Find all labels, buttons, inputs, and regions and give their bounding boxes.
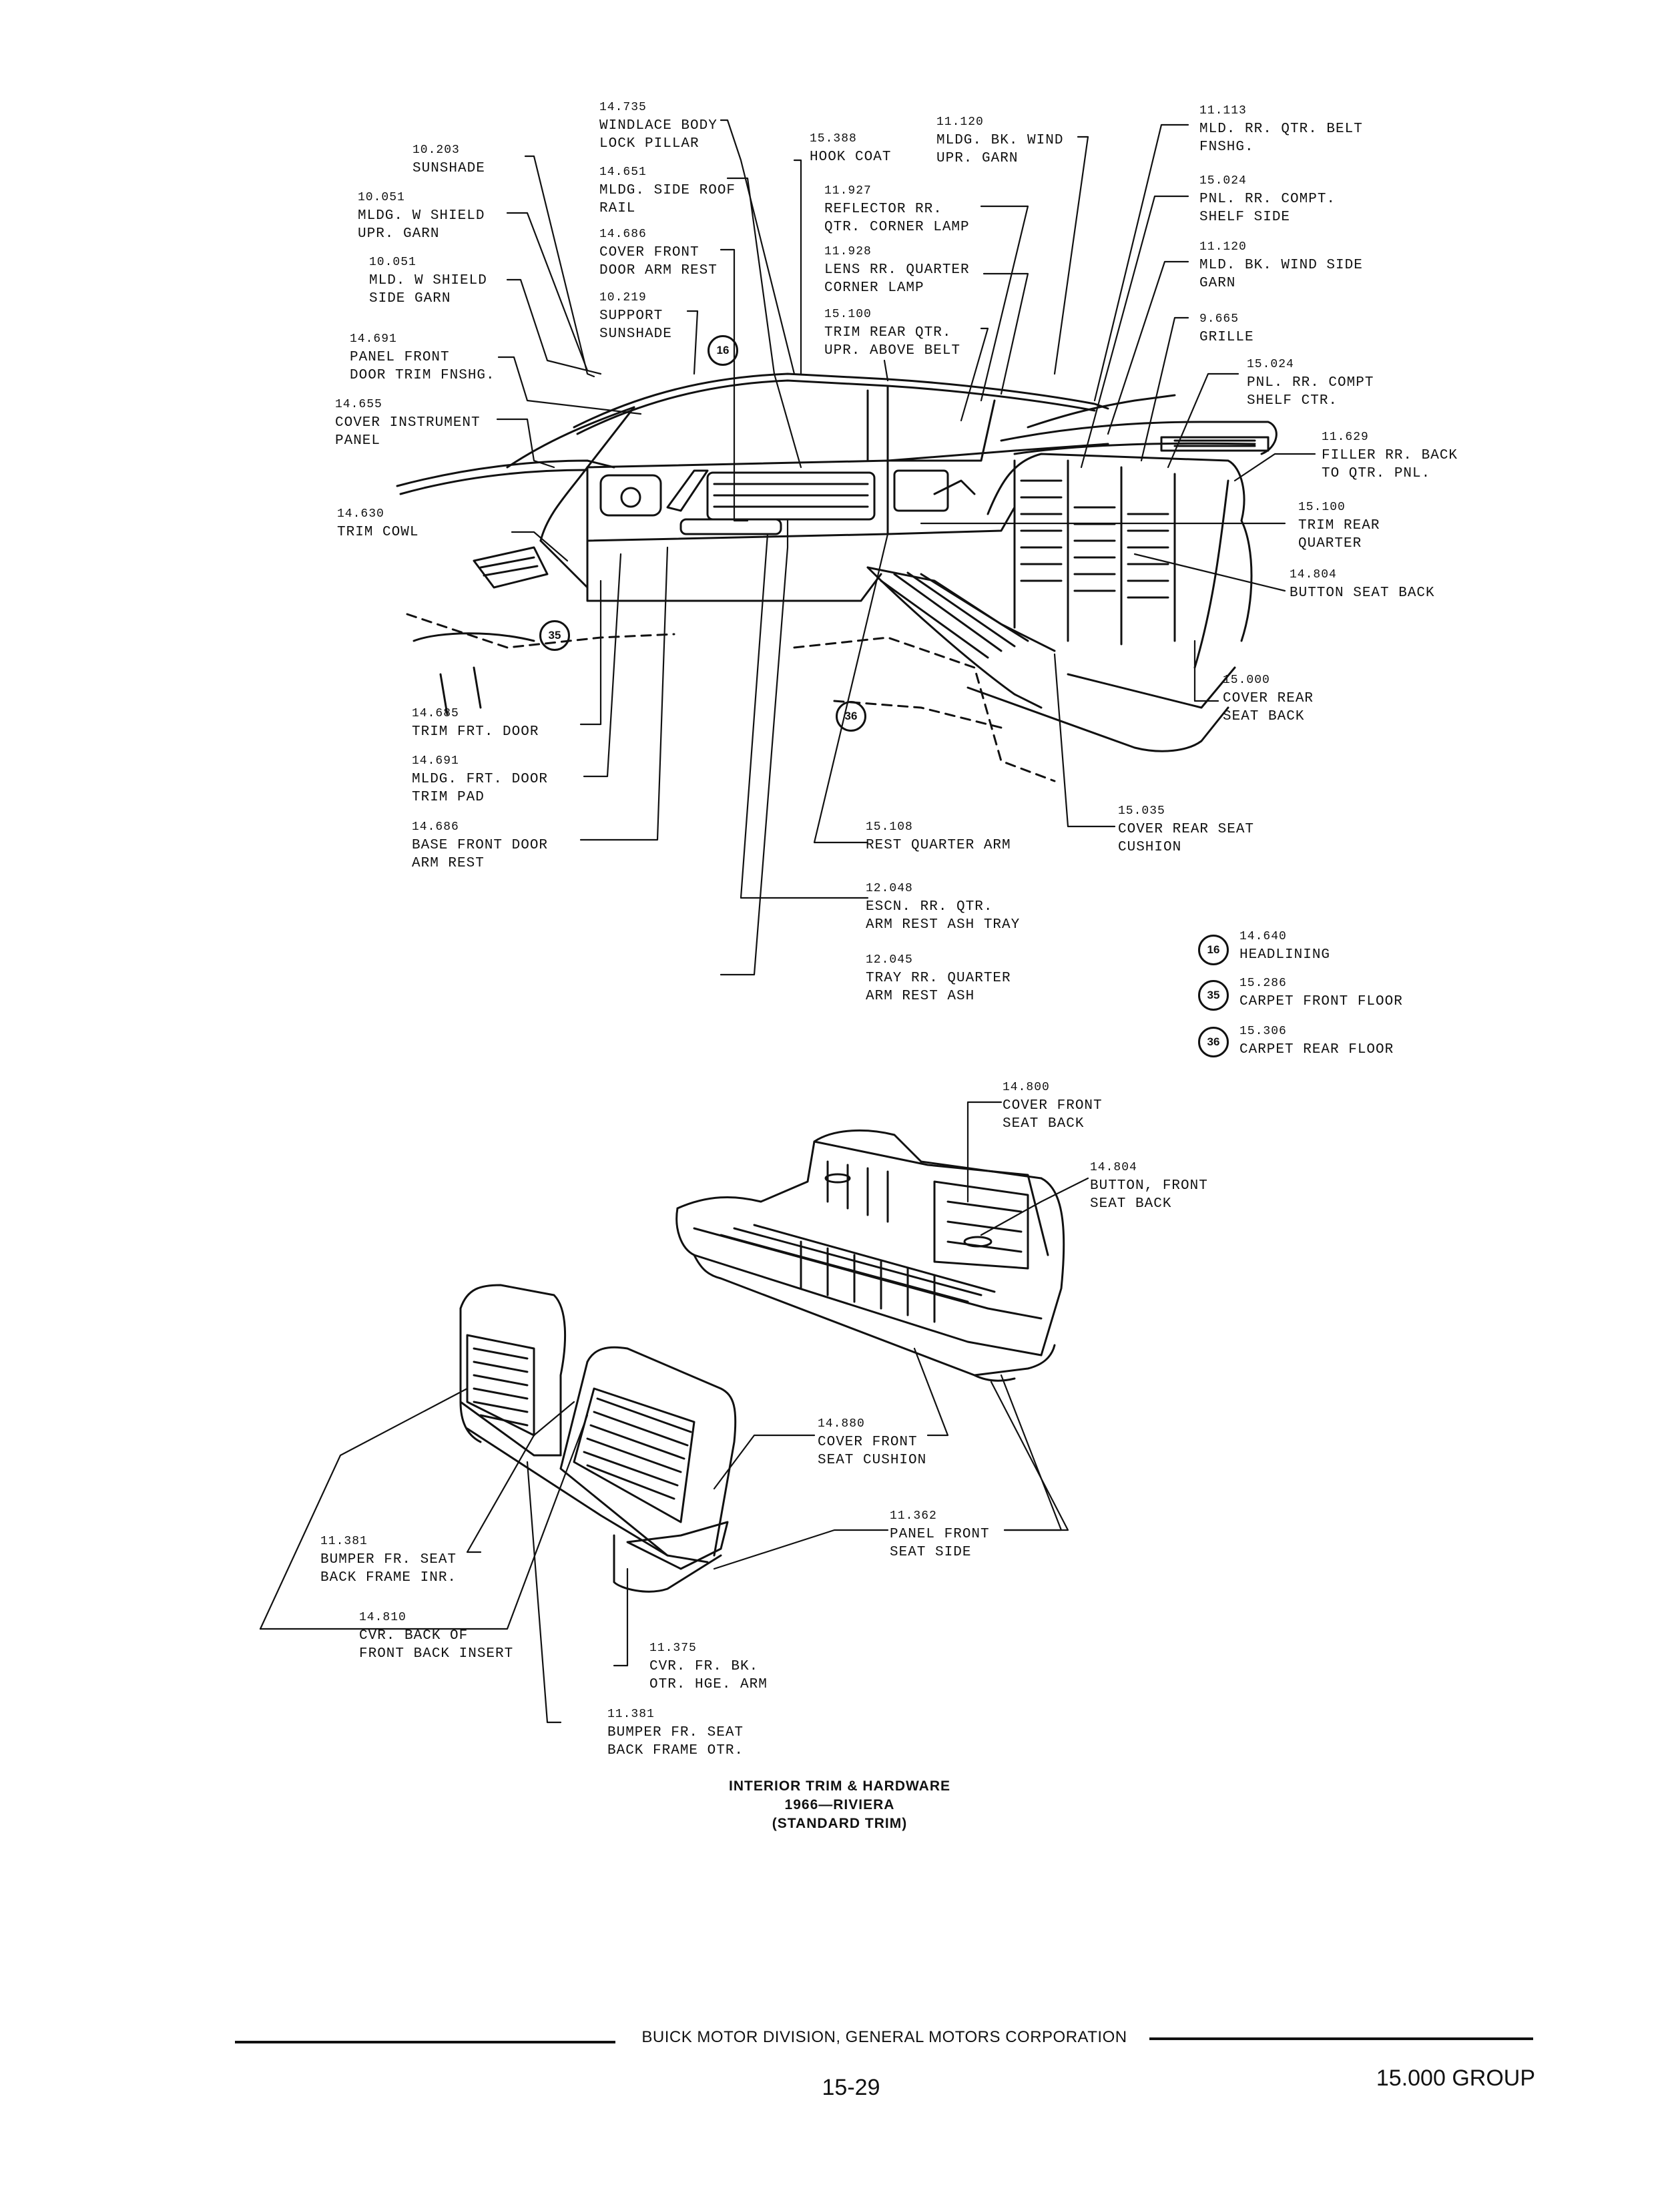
split-front-seat-drawing <box>459 1284 737 1593</box>
car-interior-drawing <box>396 373 1278 782</box>
front-bench-seat-drawing <box>675 1129 1065 1382</box>
leader-lines <box>259 119 1316 1724</box>
figure-caption: INTERIOR TRIM & HARDWARE 1966—RIVIERA (S… <box>673 1777 1007 1833</box>
footer-rule-right <box>1149 2037 1533 2040</box>
footer-rule-left <box>235 2041 615 2043</box>
footer-group: 15.000 GROUP <box>1376 2065 1535 2091</box>
caption-title: INTERIOR TRIM & HARDWARE <box>729 1778 950 1794</box>
footer-page-number: 15-29 <box>822 2075 880 2100</box>
caption-model: 1966—RIVIERA <box>784 1797 895 1812</box>
marker-36: 36 <box>836 701 866 732</box>
marker-35: 35 <box>539 620 570 651</box>
footer-division: BUICK MOTOR DIVISION, GENERAL MOTORS COR… <box>641 2028 1127 2046</box>
legend-marker-16: 16 <box>1198 935 1229 965</box>
legend-marker-36: 36 <box>1198 1027 1229 1057</box>
marker-16: 16 <box>708 335 738 366</box>
caption-trim: (STANDARD TRIM) <box>772 1816 908 1831</box>
legend-marker-35: 35 <box>1198 980 1229 1011</box>
